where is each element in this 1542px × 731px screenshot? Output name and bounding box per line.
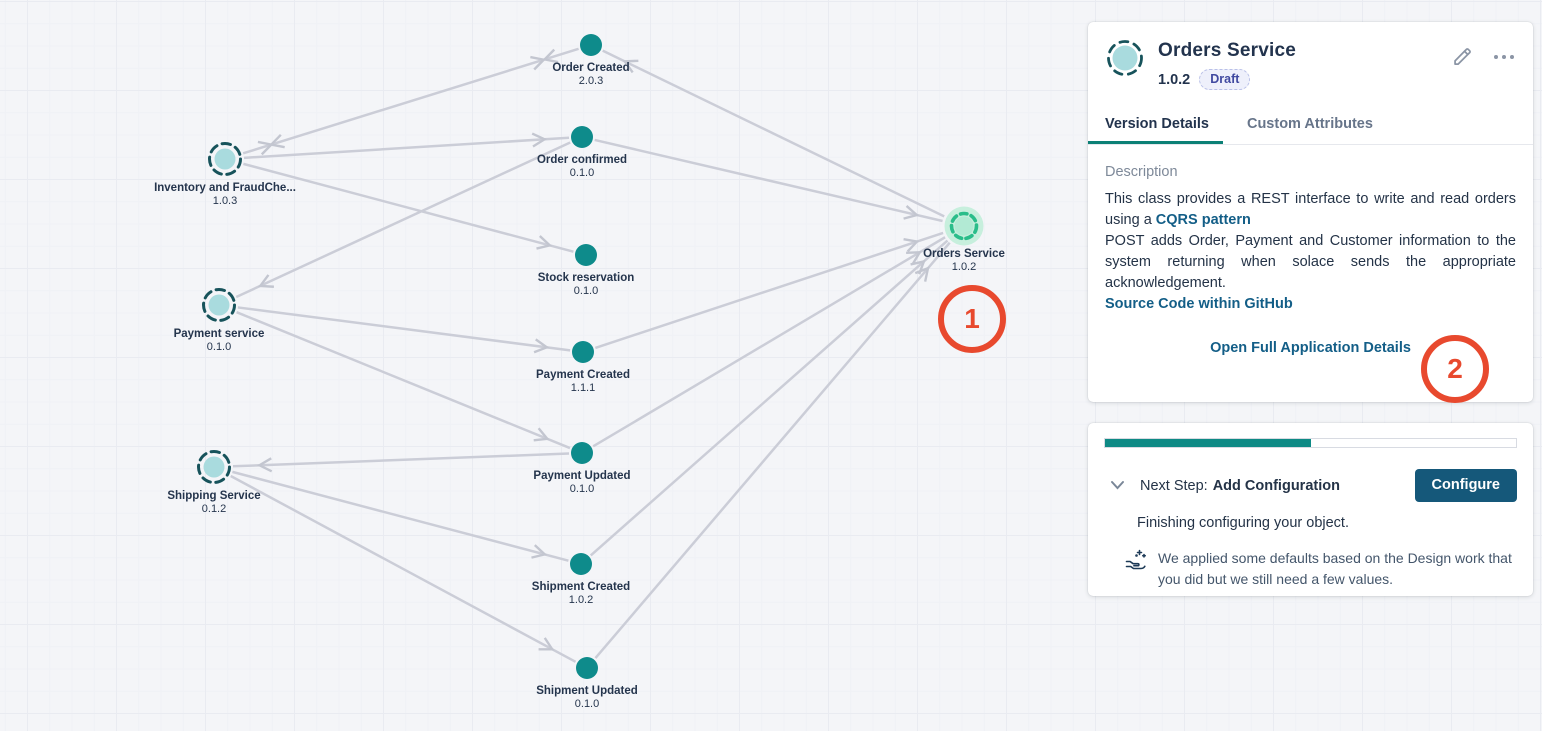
description-paragraph-2: POST adds Order, Payment and Customer in… [1105, 233, 1516, 291]
page-title: Orders Service [1158, 40, 1296, 61]
node-label: Payment service [174, 328, 265, 340]
next-step-label: Next Step:Add Configuration [1140, 477, 1340, 494]
description-paragraph-1: This class provides a REST interface to … [1105, 191, 1516, 228]
node-inventory-fraudcheck[interactable]: Inventory and FraudChe...1.0.3 [154, 142, 296, 208]
graph-edges [230, 47, 951, 663]
chevron-down-icon[interactable] [1110, 477, 1125, 495]
description-label: Description [1105, 164, 1178, 180]
tab-version-details[interactable]: Version Details [1088, 103, 1223, 144]
node-version: 0.1.2 [202, 503, 226, 515]
node-label: Shipment Created [532, 581, 630, 593]
version-number: 1.0.2 [1158, 71, 1191, 88]
node-version: 0.1.0 [207, 341, 231, 353]
edit-button[interactable] [1452, 46, 1473, 67]
tab-custom-attributes[interactable]: Custom Attributes [1246, 116, 1373, 132]
node-label: Payment Created [536, 369, 630, 381]
node-label: Orders Service [923, 248, 1005, 260]
node-label: Order confirmed [537, 154, 627, 166]
ellipsis-icon [1493, 48, 1515, 63]
node-version: 1.0.2 [952, 261, 976, 273]
node-label: Payment Updated [533, 470, 630, 482]
configure-button[interactable]: Configure [1414, 469, 1517, 502]
next-step-panel: Next Step:Add Configuration Configure Fi… [1088, 423, 1533, 596]
details-header: Orders Service 1.0.2 Draft [1088, 22, 1533, 103]
magic-hand-icon [1124, 548, 1148, 590]
open-full-application-details-link[interactable]: Open Full Application Details [1210, 340, 1411, 356]
annotation-circle-2: 2 [1421, 335, 1489, 403]
progress-fill [1105, 439, 1311, 447]
annotation-circle-1: 1 [938, 285, 1006, 353]
more-options-button[interactable] [1493, 54, 1515, 60]
node-label: Shipping Service [167, 490, 260, 502]
node-label: Inventory and FraudChe... [154, 182, 296, 194]
cqrs-pattern-link[interactable]: CQRS pattern [1155, 212, 1251, 228]
node-version: 2.0.3 [579, 75, 603, 87]
graph-arrowheads [256, 48, 930, 651]
application-icon [1105, 38, 1145, 83]
node-label: Stock reservation [538, 272, 635, 284]
node-version: 0.1.0 [570, 483, 594, 495]
node-version: 0.1.0 [574, 285, 598, 297]
node-label: Shipment Updated [536, 685, 638, 697]
details-tabs: Version Details Custom Attributes [1088, 103, 1533, 145]
status-badge: Draft [1199, 69, 1251, 90]
description-text: This class provides a REST interface to … [1105, 189, 1516, 315]
source-code-link[interactable]: Source Code within GitHub [1105, 296, 1293, 312]
node-label: Order Created [552, 62, 629, 74]
next-step-subtitle: Finishing configuring your object. [1137, 515, 1349, 531]
details-panel: Orders Service 1.0.2 Draft [1088, 22, 1533, 402]
defaults-tip-text: We applied some defaults based on the De… [1158, 550, 1512, 587]
node-version: 1.0.3 [213, 195, 237, 207]
progress-bar [1104, 438, 1517, 448]
pencil-icon [1452, 48, 1473, 70]
node-version: 1.0.2 [569, 594, 593, 606]
node-version: 1.1.1 [571, 382, 595, 394]
node-version: 0.1.0 [575, 698, 599, 710]
next-step-name: Add Configuration [1212, 477, 1340, 494]
node-version: 0.1.0 [570, 167, 594, 179]
